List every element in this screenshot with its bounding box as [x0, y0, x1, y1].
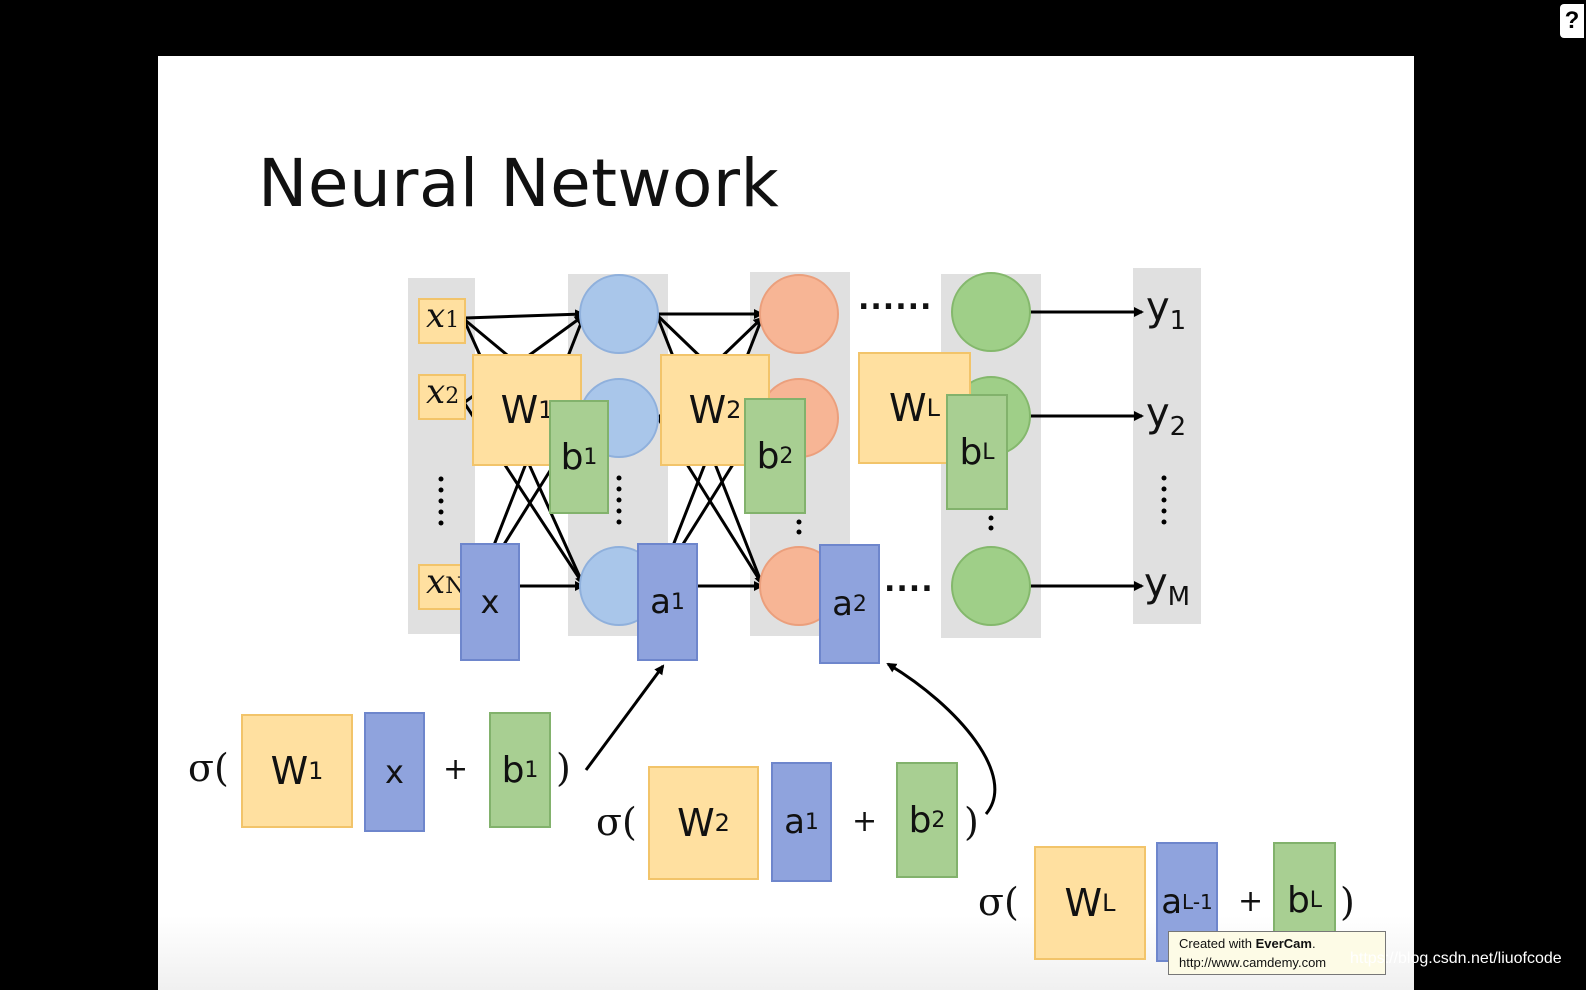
- input-x1-box: [418, 298, 466, 344]
- input-x2-box: [418, 374, 466, 420]
- output-arrows: [1030, 307, 1144, 591]
- output-y2-label: y2: [1146, 390, 1187, 442]
- slide: Neural Network: [158, 56, 1414, 990]
- evercam-url: http://www.camdemy.com: [1179, 955, 1327, 970]
- eq1-plus: +: [443, 752, 469, 787]
- node-hL-n: [951, 546, 1031, 626]
- eq1-sigma: σ(: [188, 746, 229, 790]
- eqL-plus: +: [1238, 884, 1264, 919]
- node-hL-1: [951, 272, 1031, 352]
- output-yM-label: yM: [1144, 560, 1191, 612]
- input-x2-label: x2: [426, 372, 460, 412]
- eq2-plus: +: [852, 804, 878, 839]
- help-icon[interactable]: ?: [1560, 4, 1584, 38]
- node-h2-1: [759, 274, 839, 354]
- evercam-badge[interactable]: Created with EverCam. http://www.camdemy…: [1168, 931, 1386, 975]
- input-vector-x-box: x: [460, 543, 520, 661]
- eq1-x-box: x: [364, 712, 425, 832]
- watermark: https://blog.csdn.net/liuofcode: [1350, 950, 1562, 967]
- layer-ellipsis: ......: [858, 282, 933, 317]
- slide-title: Neural Network: [258, 145, 780, 222]
- input-xN-box: [418, 564, 466, 610]
- output-layer-bg: [1133, 268, 1201, 624]
- input-xN-label: xN: [426, 562, 465, 602]
- arrow-eq2-to-a2: [886, 662, 997, 815]
- node-h1-1: [579, 274, 659, 354]
- activation-ellipsis: ....: [884, 564, 934, 599]
- input-x1-label: x1: [426, 296, 460, 336]
- arrow-eq1-to-a1: [584, 664, 665, 771]
- vertical-dots: [438, 475, 1167, 535]
- output-y1-label: y1: [1146, 284, 1187, 336]
- evercam-line1: Created with EverCam.: [1179, 936, 1316, 951]
- eq2-close: ): [964, 800, 979, 844]
- eq2-sigma: σ(: [596, 800, 637, 844]
- eqL-close: ): [1340, 880, 1355, 924]
- eqL-sigma: σ(: [978, 880, 1019, 924]
- eq1-close: ): [556, 746, 571, 790]
